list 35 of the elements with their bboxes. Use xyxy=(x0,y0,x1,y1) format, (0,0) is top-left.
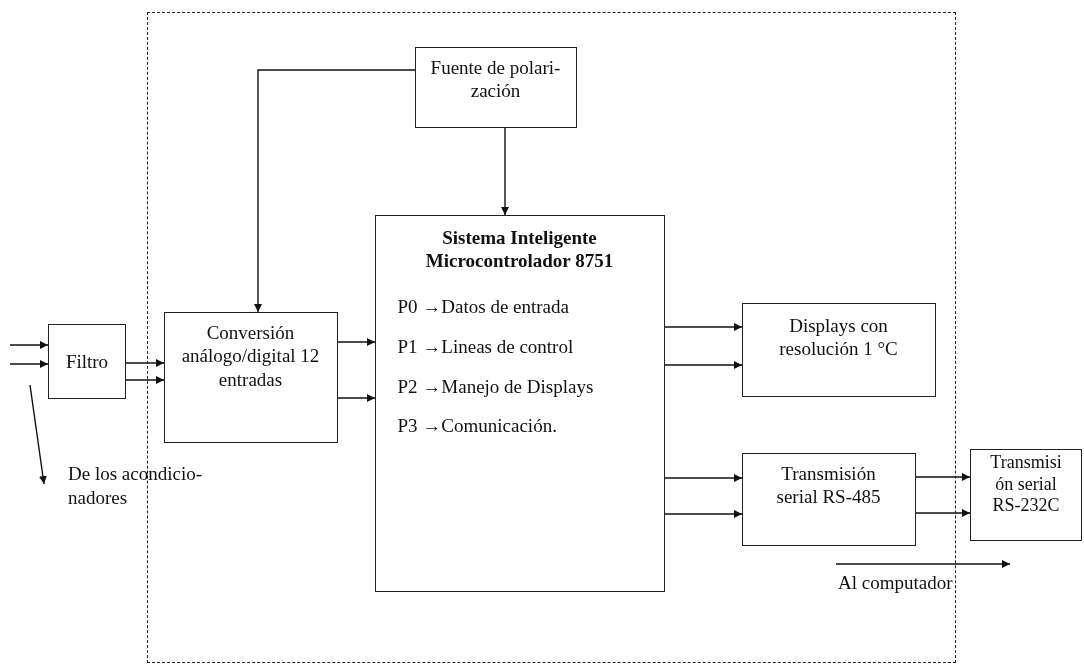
annotation-text: Al computador xyxy=(838,572,953,594)
microcontroller-box xyxy=(374,214,665,592)
process-box xyxy=(970,449,1082,541)
box-heading: Sistema Inteligente Microcontrolador 8751 xyxy=(424,225,615,273)
leader-line xyxy=(29,384,47,485)
arrow xyxy=(337,394,376,402)
port-label: P1 →Lineas de control xyxy=(396,334,574,359)
port-label: P2 →Manejo de Displays xyxy=(396,374,594,399)
annotation-text: De los acondicio- nadores xyxy=(68,462,258,522)
arrow xyxy=(125,376,165,384)
arrow xyxy=(337,338,376,346)
port-label: P3 →Comunicación. xyxy=(396,414,557,438)
process-box xyxy=(48,324,126,399)
arrow xyxy=(9,341,49,349)
process-box xyxy=(163,311,338,443)
arrow xyxy=(915,509,971,517)
arrow xyxy=(664,474,743,482)
arrow xyxy=(664,361,743,369)
box-label: Transmisión serial RS-485 xyxy=(775,461,882,509)
box-label: Conversión análogo/digital 12 entradas xyxy=(180,320,321,392)
arrow xyxy=(254,69,416,313)
box-label: Fuente de polari- zación xyxy=(429,55,562,103)
process-box xyxy=(741,302,936,397)
process-box xyxy=(414,46,577,128)
port-label: P0 →Datos de entrada xyxy=(396,295,569,319)
box-label: Filtro xyxy=(65,350,109,374)
box-label: Transmisi ón serial RS-232C xyxy=(989,452,1063,517)
process-box xyxy=(741,452,916,546)
box-label: Displays con resolución 1 °C xyxy=(778,313,899,361)
arrow xyxy=(915,473,971,481)
arrow xyxy=(125,359,165,367)
arrow xyxy=(664,510,743,518)
arrow xyxy=(501,127,509,216)
arrow xyxy=(664,323,743,331)
arrow xyxy=(9,360,49,368)
